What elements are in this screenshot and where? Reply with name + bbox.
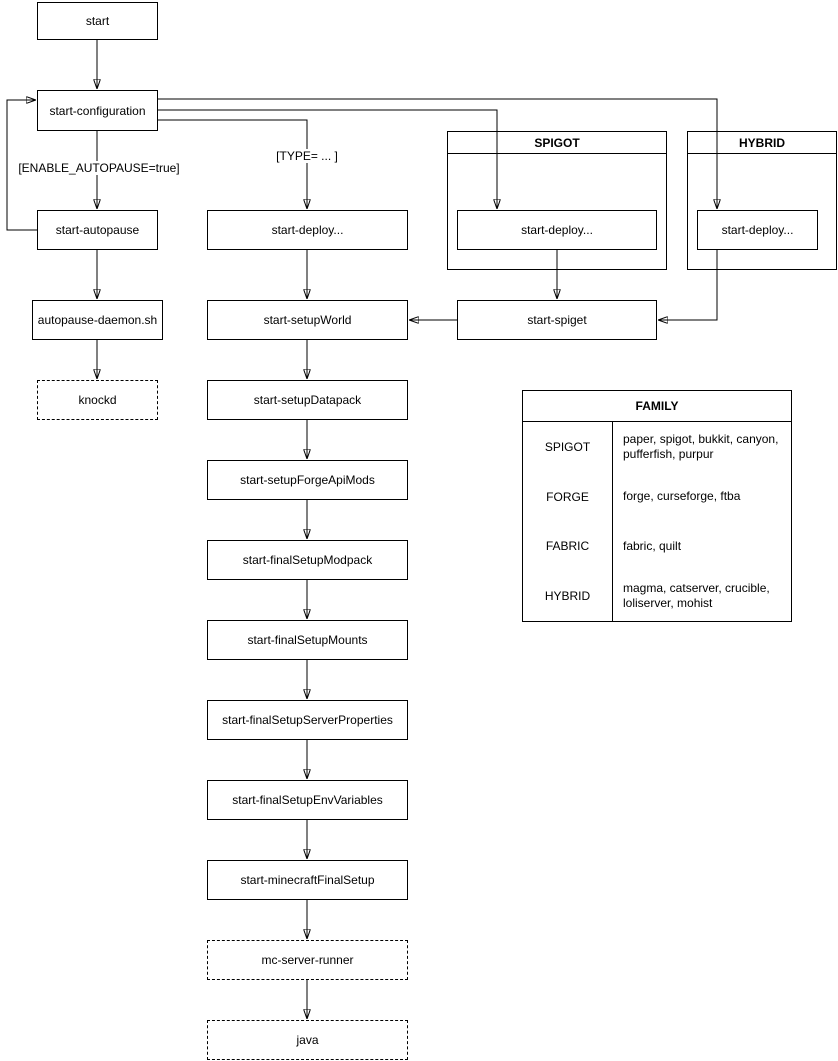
- node-mc-server-runner: mc-server-runner: [207, 940, 408, 980]
- node-start-finalsetupmounts: start-finalSetupMounts: [207, 620, 408, 660]
- family-table-body: SPIGOT paper, spigot, bukkit, canyon, pu…: [523, 422, 791, 621]
- family-table-row-family: HYBRID: [523, 571, 613, 621]
- node-start-setupworld: start-setupWorld: [207, 300, 408, 340]
- family-table-row-servers: magma, catserver, crucible, loliserver, …: [623, 581, 770, 611]
- family-table-row-family: SPIGOT: [523, 422, 613, 472]
- node-spigot-deploy: start-deploy...: [457, 210, 657, 250]
- node-hybrid-deploy: start-deploy...: [697, 210, 818, 250]
- family-table-row-servers: fabric, quilt: [623, 538, 682, 553]
- node-autopause-daemon: autopause-daemon.sh: [32, 300, 163, 340]
- family-table: FAMILY SPIGOT paper, spigot, bukkit, can…: [522, 390, 792, 622]
- edge-label-type: [TYPE= ... ]: [257, 149, 357, 163]
- node-knockd: knockd: [37, 380, 158, 420]
- family-table-row-family: FORGE: [523, 471, 613, 522]
- node-start-configuration: start-configuration: [37, 90, 158, 131]
- node-start-spiget: start-spiget: [457, 300, 657, 340]
- node-start-setupdatapack: start-setupDatapack: [207, 380, 408, 420]
- node-start-deploy: start-deploy...: [207, 210, 408, 250]
- node-start-finalsetupenvvariables: start-finalSetupEnvVariables: [207, 780, 408, 820]
- node-start-setupforgeapimods: start-setupForgeApiMods: [207, 460, 408, 500]
- group-spigot-title: SPIGOT: [448, 132, 666, 154]
- family-table-title: FAMILY: [523, 391, 791, 422]
- node-start-finalsetupmodpack: start-finalSetupModpack: [207, 540, 408, 580]
- node-start-finalsetupserverproperties: start-finalSetupServerProperties: [207, 700, 408, 740]
- node-start-minecraftfinalsetup: start-minecraftFinalSetup: [207, 860, 408, 900]
- node-start-autopause: start-autopause: [37, 210, 158, 250]
- node-java: java: [207, 1020, 408, 1060]
- group-hybrid-title: HYBRID: [688, 132, 836, 154]
- family-table-row-servers: forge, curseforge, ftba: [623, 489, 741, 504]
- family-table-row-servers: paper, spigot, bukkit, canyon, pufferfis…: [623, 431, 779, 461]
- family-table-row-family: FABRIC: [523, 521, 613, 572]
- edge-label-enable-autopause: [ENABLE_AUTOPAUSE=true]: [8, 161, 190, 175]
- node-start: start: [37, 2, 158, 40]
